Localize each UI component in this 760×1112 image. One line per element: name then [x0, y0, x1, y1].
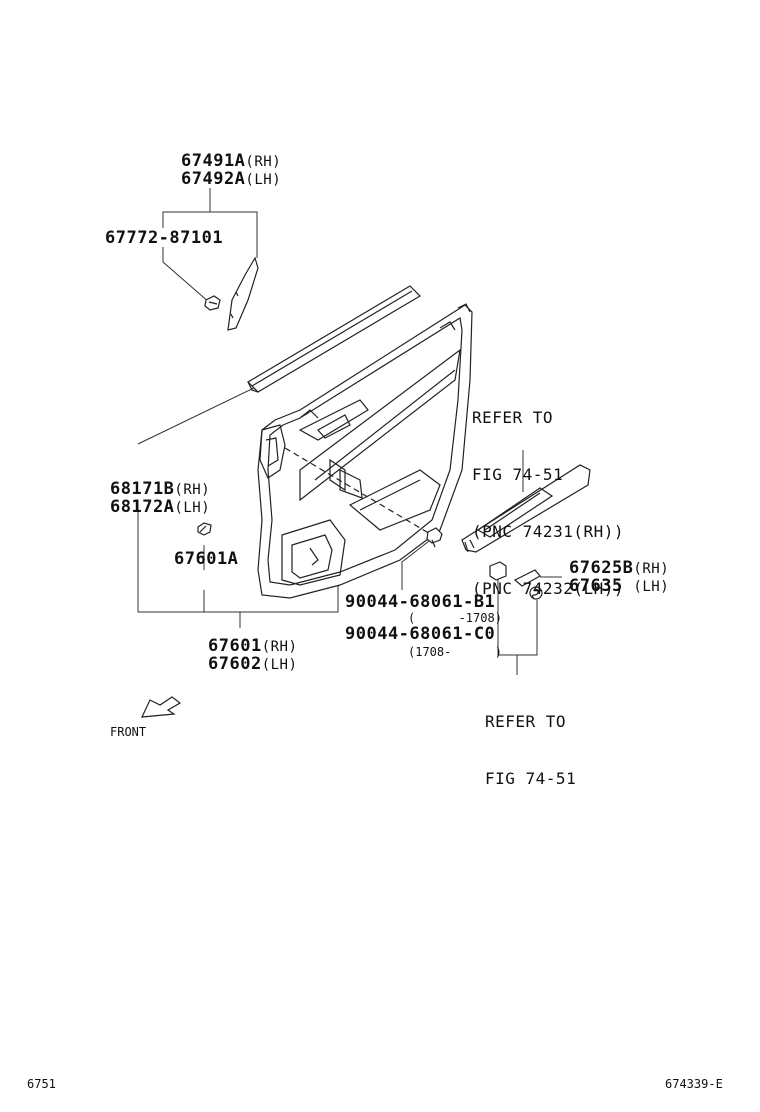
part-68171B: 68171B(RH): [110, 479, 211, 499]
refer-note-1-line: FIG 74-51: [472, 465, 564, 484]
part-68172A: 68172A(LH): [110, 497, 211, 517]
refer-note-2: REFER TO FIG 74-51: [485, 674, 576, 807]
refer-note-1: REFER TO FIG 74-51 (PNC 74231(RH)) (PNC …: [472, 370, 624, 617]
front-label: FRONT: [110, 725, 147, 739]
switch-base: [461, 464, 591, 553]
part-67601A: 67601A: [174, 549, 239, 569]
front-arrow-icon: [141, 696, 182, 718]
part-90044-68061-C0: 90044-68061-C0: [345, 624, 496, 644]
corner-trim: [227, 256, 259, 331]
belt-molding: [247, 285, 421, 393]
part-67602: 67602(LH): [208, 654, 298, 674]
footer-left-code: 6751: [27, 1077, 56, 1091]
part-67492A: 67492A(LH): [181, 169, 282, 189]
part-67491A: 67491A(RH): [181, 151, 282, 171]
part-67625B: 67625B(RH): [569, 558, 670, 578]
part-90044-B1-range: ( -1708): [408, 611, 502, 625]
refer-note-1-line: (PNC 74231(RH)): [472, 522, 624, 541]
refer-note-2-line: FIG 74-51: [485, 769, 577, 788]
screw: [426, 527, 443, 548]
part-90044-68061-B1: 90044-68061-B1: [345, 592, 496, 612]
retainer-clip: [197, 522, 212, 536]
switch-unit: [489, 561, 543, 600]
leader-lines: [137, 188, 562, 675]
part-67635: 67635 (LH): [569, 576, 670, 596]
door-trim-panel: [257, 303, 473, 599]
refer-note-1-line: (PNC 74232(LH)): [472, 579, 624, 598]
refer-note-1-line: REFER TO: [472, 408, 554, 427]
clip: [204, 295, 221, 311]
part-67772-87101: 67772-87101: [105, 228, 224, 248]
refer-note-2-line: REFER TO: [485, 712, 567, 731]
part-67601: 67601(RH): [208, 636, 298, 656]
part-90044-C0-range: (1708- ): [408, 645, 502, 659]
footer-right-code: 674339-E: [665, 1077, 723, 1091]
